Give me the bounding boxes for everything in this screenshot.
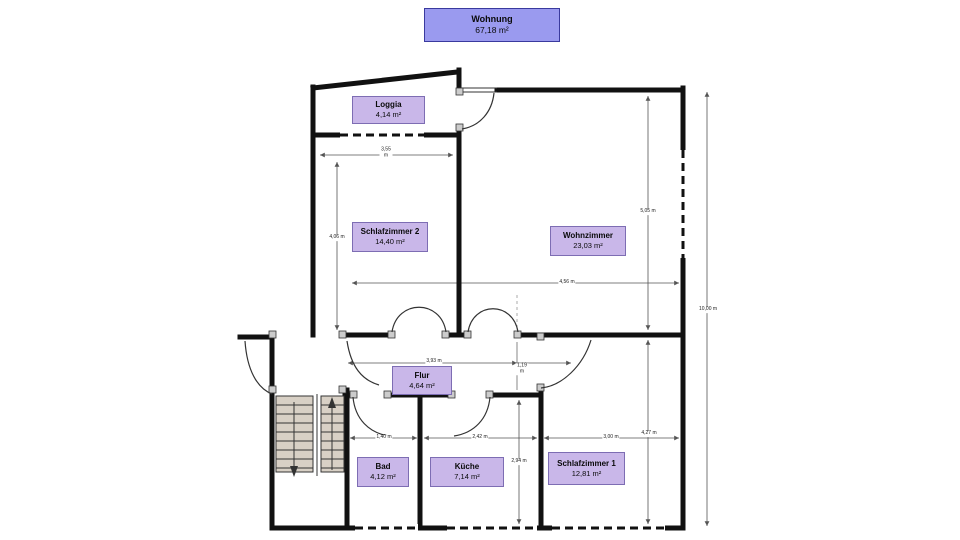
dimension-schlafzimmer2-height: 4,06 m xyxy=(328,234,346,241)
room-area: 12,81 m² xyxy=(571,468,602,478)
door-arcs xyxy=(244,92,592,437)
bad-door-arc xyxy=(352,396,390,437)
room-area: 4,14 m² xyxy=(375,110,402,120)
kueche-door-arc xyxy=(453,396,491,437)
wohnzimmer-door-arc xyxy=(467,308,519,333)
dimension-flur-length: 3,93 m xyxy=(425,358,443,365)
apartment-area: 67,18 m² xyxy=(475,25,509,36)
room-name: Loggia xyxy=(375,100,402,110)
room-name: Schlafzimmer 1 xyxy=(557,458,616,468)
dimension-loggia-width: 3,55 m xyxy=(379,146,393,159)
room-name: Küche xyxy=(454,462,480,472)
room-area: 23,03 m² xyxy=(573,241,603,251)
room-name: Wohnzimmer xyxy=(562,231,614,241)
room-label-flur: Flur 4,64 m² xyxy=(392,366,452,395)
room-label-bad: Bad 4,12 m² xyxy=(357,457,409,487)
room-label-loggia: Loggia 4,14 m² xyxy=(352,96,425,124)
dimension-schlafzimmer1-width: 3,00 m xyxy=(602,434,620,441)
room-label-schlafzimmer-1: Schlafzimmer 1 12,81 m² xyxy=(548,452,625,485)
room-label-schlafzimmer-2: Schlafzimmer 2 14,40 m² xyxy=(352,222,428,252)
dimension-bad-width: 1,40 m xyxy=(375,434,393,441)
loggia-door-arc xyxy=(461,92,495,130)
apartment-title-box: Wohnung 67,18 m² xyxy=(424,8,560,42)
schlafzimmer2-door-arc xyxy=(391,306,447,333)
room-label-wohnzimmer: Wohnzimmer 23,03 m² xyxy=(550,226,626,256)
dimension-kueche-height: 2,94 m xyxy=(510,458,528,465)
room-name: Flur xyxy=(414,370,430,380)
dimension-wohnzimmer-width: 4,56 m xyxy=(558,279,576,286)
room-area: 4,12 m² xyxy=(370,472,396,482)
dimension-wohnzimmer-height: 5,05 m xyxy=(639,208,657,215)
dimension-total-height: 10,00 m xyxy=(697,306,719,313)
room-area: 7,14 m² xyxy=(454,472,480,482)
room-label-kueche: Küche 7,14 m² xyxy=(430,457,504,487)
dimension-schlafzimmer1-height: 4,27 m xyxy=(640,430,658,437)
stairs xyxy=(275,394,345,477)
room-name: Schlafzimmer 2 xyxy=(360,227,420,237)
schlafzimmer1-door-arc xyxy=(540,339,592,389)
room-name: Bad xyxy=(375,462,391,472)
room-area: 4,64 m² xyxy=(409,380,435,390)
hall-door-arc xyxy=(346,340,380,386)
entry-door-arc xyxy=(244,340,273,395)
apartment-name: Wohnung xyxy=(471,14,513,25)
dimension-kueche-width: 2,42 m xyxy=(471,434,489,441)
dimension-flur-width: 1,19 m xyxy=(515,362,529,375)
windows xyxy=(340,87,687,532)
room-area: 14,40 m² xyxy=(375,237,405,247)
